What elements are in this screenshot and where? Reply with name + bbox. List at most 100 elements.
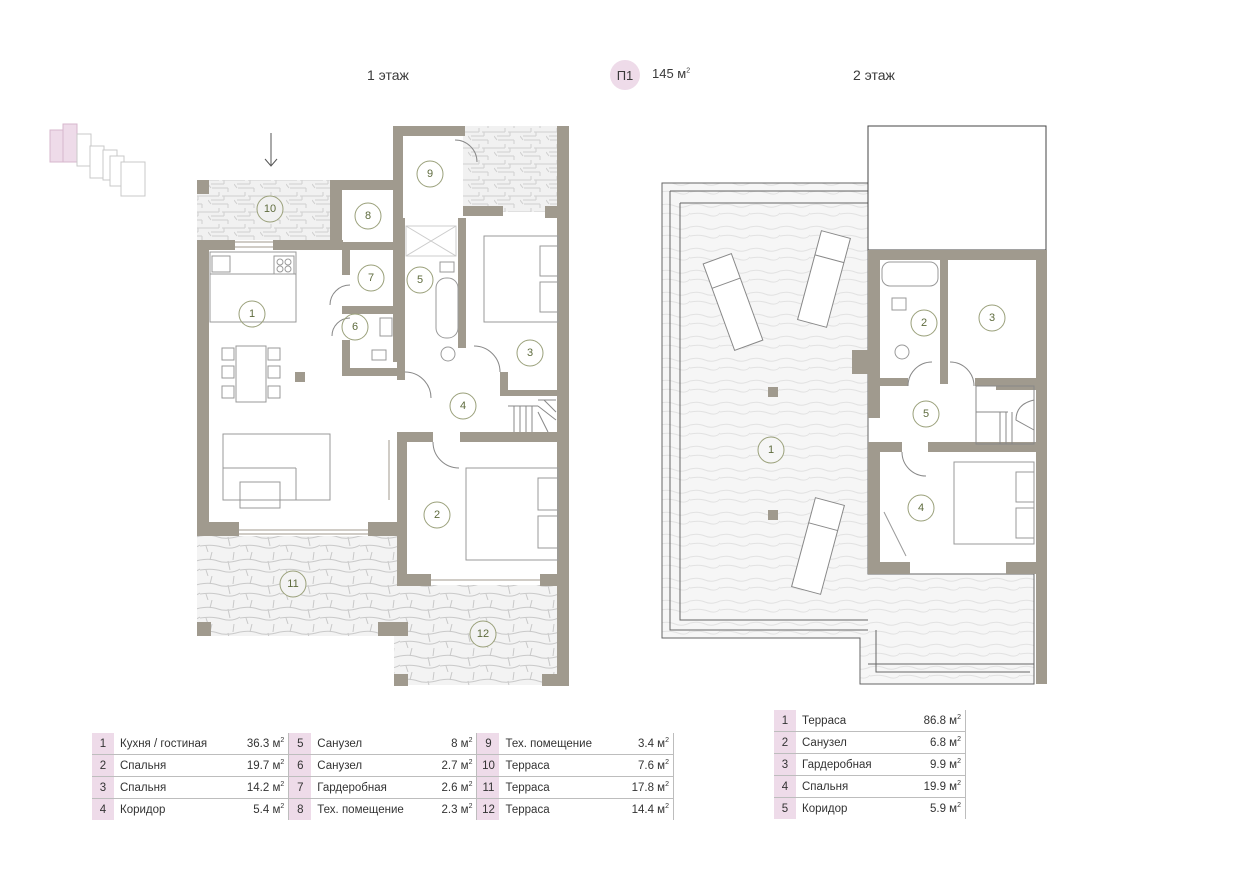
- legend-room-name: Санузел: [311, 733, 432, 755]
- legend-area: 2.7 м2: [431, 754, 478, 777]
- f2-room-1-label: 1: [768, 444, 774, 456]
- legend-room-name: Коридор: [120, 803, 166, 816]
- legend-area: 14.4 м2: [619, 798, 675, 820]
- floor1-legend-table: 1 Кухня / гостиная 36.3 м2 5 Санузел 8 м…: [92, 733, 675, 820]
- legend-room-name: Тех. помещение: [499, 733, 620, 755]
- toilet-icon: [891, 297, 907, 311]
- table-row: 3 Гардеробная 9.9 м2: [774, 753, 967, 776]
- legend-room-name: Терраса: [499, 754, 620, 777]
- total-area-unit-power: 2: [686, 67, 691, 75]
- bathtub-icon: [435, 277, 459, 339]
- legend-index: 1: [92, 733, 114, 755]
- legend-area: 5.4 м2: [234, 798, 290, 820]
- room-9-label: 9: [427, 168, 433, 180]
- legend-area: 14.2 м2: [234, 776, 290, 799]
- plan-code: П1: [616, 67, 634, 83]
- room-7-label: 7: [368, 272, 374, 284]
- entrance-arrow-icon: [264, 133, 278, 167]
- room-4-label: 4: [460, 400, 466, 412]
- legend-index: 4: [774, 775, 796, 798]
- key-plan-unit: [120, 161, 146, 197]
- coffee-table: [239, 481, 281, 509]
- legend-area: 6.8 м2: [905, 731, 967, 754]
- washbasin-icon: [894, 344, 910, 360]
- floor2-legend-table: 1 Терраса 86.8 м2 2 Санузел 6.8 м2 3 Гар…: [774, 710, 967, 819]
- legend-index: 11: [476, 776, 500, 799]
- bathtub-icon: [881, 261, 939, 287]
- legend-index: 7: [288, 776, 312, 799]
- floor1-room-labels: 1 2 3 4 5 6 7 8 9 10 11 12: [238, 160, 544, 648]
- sofa: [222, 433, 331, 501]
- toilet-icon: [439, 261, 455, 273]
- floor2-doors: [901, 361, 975, 477]
- table-row: 3 Спальня 14.2 м2 7 Гардеробная 2.6 м2 1…: [92, 776, 675, 799]
- legend-index: 3: [92, 776, 114, 799]
- f2-room-5-label: 5: [923, 408, 929, 420]
- room-12-label: 12: [477, 628, 489, 640]
- terrace-top-texture: [463, 126, 561, 212]
- legend-room-name: Гардеробная: [311, 776, 432, 799]
- room-11-label: 11: [287, 578, 298, 590]
- table-row: 1 Терраса 86.8 м2: [774, 710, 967, 732]
- f2-room-2-label: 2: [921, 317, 927, 329]
- cooktop-icon: [273, 255, 295, 275]
- key-plan-icon: [49, 123, 146, 197]
- table-row: 2 Спальня 19.7 м2 6 Санузел 2.7 м2 10 Те…: [92, 754, 675, 777]
- legend-area: 36.3 м2: [234, 733, 290, 755]
- legend-area: 9.9 м2: [905, 753, 967, 776]
- room-2-label: 2: [434, 509, 440, 521]
- room-3-label: 3: [527, 347, 533, 359]
- legend-area: 8 м2: [431, 733, 478, 755]
- table-row: 1 Кухня / гостиная 36.3 м2 5 Санузел 8 м…: [92, 733, 675, 755]
- floor2-walls: [768, 250, 1047, 684]
- legend-room-name: Спальня: [796, 775, 906, 798]
- floor2-room-labels: 1 2 3 4 5: [757, 304, 1006, 522]
- legend-room-name: Кухня / гостиная: [114, 733, 235, 755]
- legend-area: 2.3 м2: [431, 798, 478, 820]
- table-row: 2 Санузел 6.8 м2: [774, 731, 967, 754]
- floor1-stairs: [508, 399, 557, 433]
- room-5-label: 5: [417, 274, 423, 286]
- room-10-label: 10: [264, 203, 276, 215]
- floor1-title: 1 этаж: [367, 67, 409, 83]
- legend-room-name: Терраса: [505, 803, 550, 816]
- legend-area: 17.8 м2: [619, 776, 675, 799]
- dining-table: [235, 345, 267, 403]
- legend-index: 10: [476, 754, 500, 777]
- floor2-furniture: [881, 261, 1035, 557]
- legend-room-name: Терраса: [499, 776, 620, 799]
- legend-room-name: Коридор: [802, 802, 848, 815]
- table-row: 4 Спальня 19.9 м2: [774, 775, 967, 798]
- legend-index: 6: [288, 754, 312, 777]
- table-row: 5 Коридор 5.9 м2: [774, 797, 967, 819]
- room-6-label: 6: [352, 321, 358, 333]
- legend-index: 4: [92, 798, 114, 820]
- f2-room-3-label: 3: [989, 312, 995, 324]
- legend-room-name: Терраса: [796, 710, 906, 732]
- legend-area: 19.9 м2: [905, 775, 967, 798]
- legend-index: 12: [476, 798, 500, 820]
- legend-area: 5.9 м2: [905, 797, 967, 819]
- room-8-label: 8: [365, 210, 371, 222]
- legend-room-name: Спальня: [114, 776, 235, 799]
- legend-index: 5: [288, 733, 312, 755]
- legend-area: 3.4 м2: [619, 733, 675, 755]
- legend-room-name: Санузел: [796, 731, 906, 754]
- washbasin-icon: [440, 346, 456, 362]
- floor1-walls: [197, 126, 569, 686]
- legend-index: 5: [774, 797, 796, 819]
- total-area-value: 145 м: [652, 66, 687, 81]
- legend-area: 86.8 м2: [905, 710, 967, 732]
- legend-index: 1: [774, 710, 796, 732]
- room-1-label: 1: [249, 308, 255, 320]
- legend-room-name: Тех. помещение: [317, 803, 404, 816]
- legend-index: 2: [92, 754, 114, 777]
- legend-index: 2: [774, 731, 796, 754]
- legend-room-name: Гардеробная: [796, 753, 906, 776]
- bed-room-3: [483, 235, 559, 323]
- legend-index: 9: [476, 733, 500, 755]
- bed-room-2: [465, 467, 559, 561]
- floor2-title: 2 этаж: [853, 67, 895, 83]
